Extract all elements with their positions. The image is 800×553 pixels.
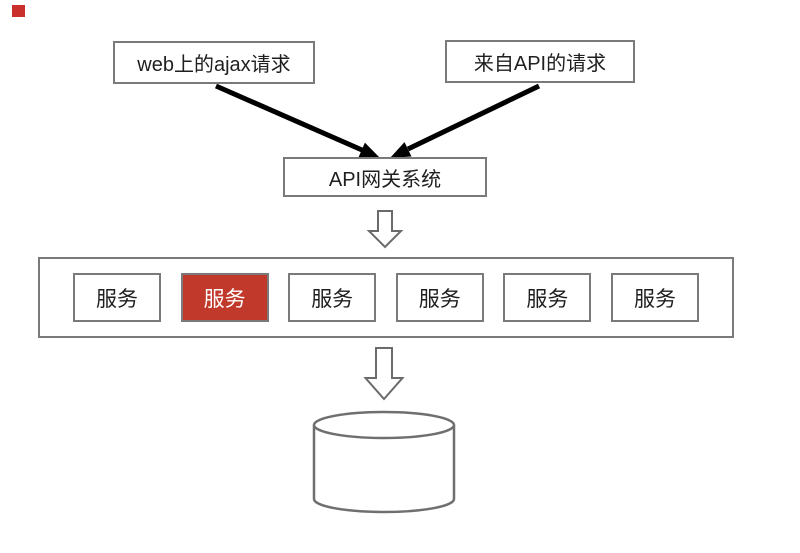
down-arrow-services-to-database-icon <box>363 347 405 401</box>
service-box-3: 服务 <box>288 273 377 322</box>
service-box-6: 服务 <box>610 273 699 322</box>
service-box-2-label: 服务 <box>203 287 246 311</box>
arrow-api-to-gateway-icon <box>390 83 541 158</box>
service-box-4-label: 服务 <box>418 287 461 311</box>
gateway-box: API网关系统 <box>283 157 487 197</box>
down-arrow-gateway-to-services-icon <box>366 210 404 249</box>
service-box-1-label: 服务 <box>96 287 138 311</box>
source-box-api-label: 来自API的请求 <box>473 53 607 75</box>
source-box-web-ajax-label: web上的ajax请求 <box>137 54 291 76</box>
service-box-6-label: 服务 <box>633 287 676 311</box>
gateway-box-label: API网关系统 <box>328 168 442 191</box>
service-box-1: 服务 <box>73 273 161 322</box>
service-box-4: 服务 <box>395 273 484 322</box>
source-box-api: 来自API的请求 <box>445 40 635 83</box>
arrow-web-to-gateway-icon <box>214 83 380 158</box>
service-box-2-highlighted: 服务 <box>180 273 269 322</box>
source-box-web-ajax: web上的ajax请求 <box>113 41 315 84</box>
service-box-5-label: 服务 <box>526 287 569 311</box>
service-box-5: 服务 <box>503 273 592 322</box>
red-marker <box>12 5 25 17</box>
services-container: 服务 服务 服务 服务 服务 服务 <box>38 257 734 338</box>
service-box-3-label: 服务 <box>311 287 354 311</box>
database-cylinder-icon <box>312 410 456 514</box>
